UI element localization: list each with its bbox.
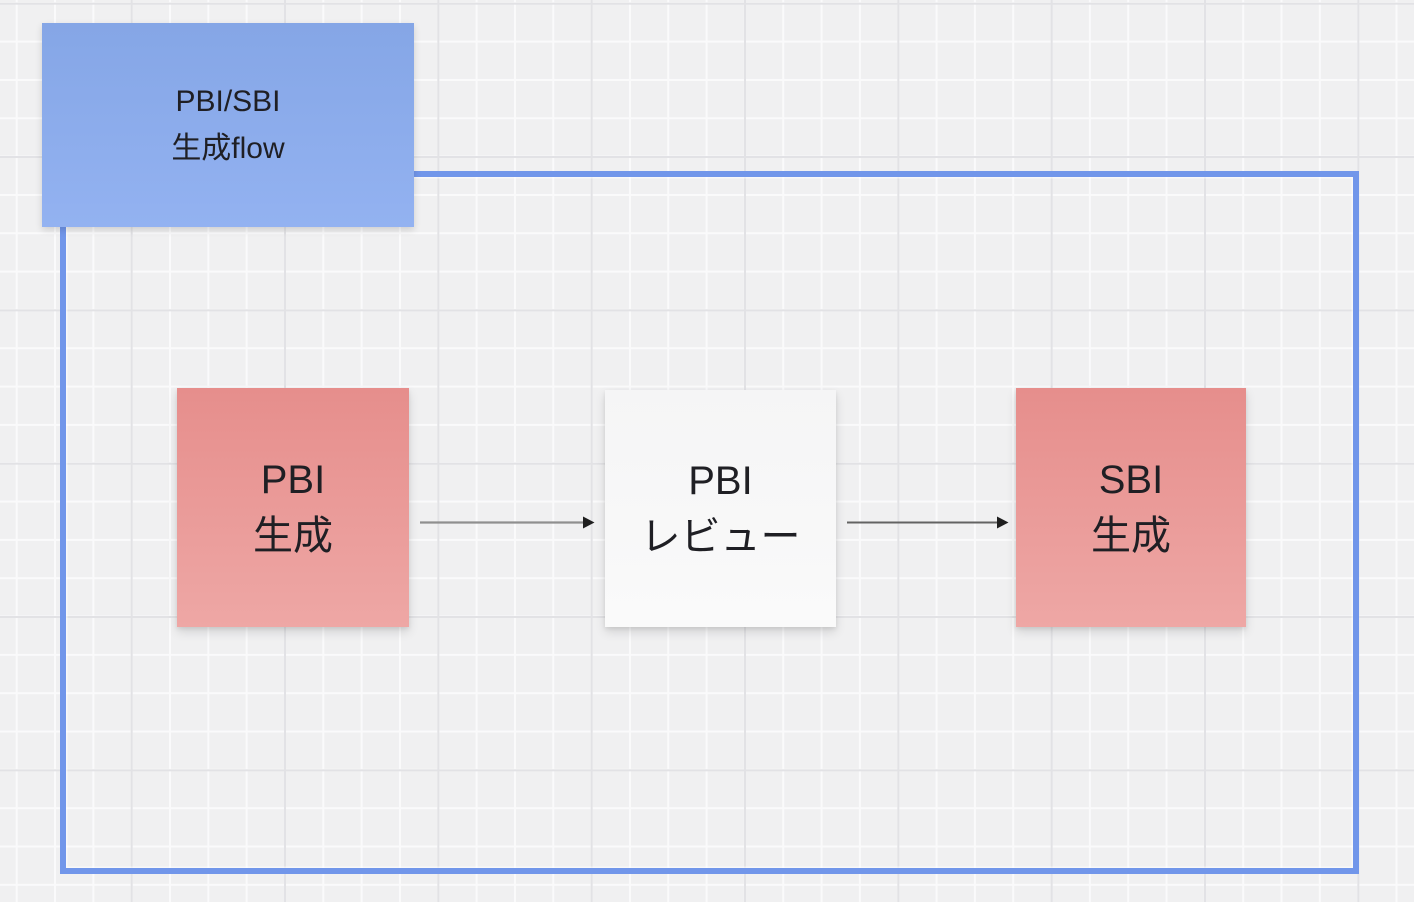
- sticky-label: PBI レビュー: [640, 458, 801, 559]
- sticky-note-sbi-generation[interactable]: SBI 生成: [1016, 388, 1246, 627]
- sticky-note-pbi-generation[interactable]: PBI 生成: [177, 388, 409, 627]
- flow-frame[interactable]: [60, 171, 1359, 874]
- sticky-label: PBI 生成: [253, 457, 333, 558]
- sticky-note-pbi-review[interactable]: PBI レビュー: [605, 390, 836, 627]
- frame-title-text: PBI/SBI 生成flow: [171, 85, 285, 165]
- sticky-label: SBI 生成: [1091, 457, 1171, 558]
- frame-title-note[interactable]: PBI/SBI 生成flow: [42, 23, 414, 227]
